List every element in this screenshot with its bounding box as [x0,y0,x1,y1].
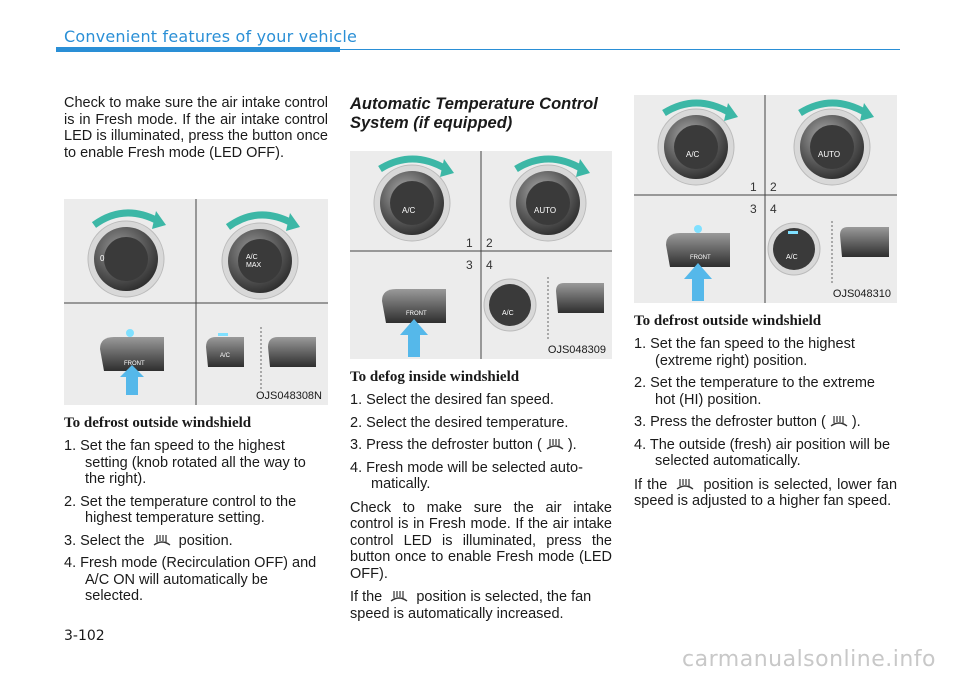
watermark: carmanualsonline.info [682,647,936,672]
para-text: position is selected, lower fan speed is… [634,476,898,510]
knob-label-ac-small: A/C [502,310,514,317]
step-text: 3. Select the [64,532,145,549]
button-label-front: FRONT [406,311,427,317]
heading-defrost-outside: To defrost outside windshield [634,313,822,329]
quadrant-number: 4 [486,258,493,272]
figure-auto-defrost: 1 2 3 4 A/C AUTO FRONT A/C [634,95,897,303]
figure-manual-climate: 0 A/C MAX FRONT A/C OJS048308N [64,199,328,405]
button-label-ac: A/C [220,353,231,359]
step-item: 1. Select the desired fan speed. [350,392,554,408]
figure-code: OJS048309 [545,344,608,356]
auto-climate-illustration: 1 2 3 4 A/C AUTO FRONT A/C [350,151,612,359]
manual-climate-illustration: 0 A/C MAX FRONT A/C [64,199,328,405]
fresh-mode-paragraph: Check to make sure the air intake contro… [350,499,612,582]
para-text: If the [350,589,383,605]
knob-label-zero: 0 [100,254,105,263]
heading-defrost-outside: To defrost outside windshield [64,415,252,431]
step-item: 2. Select the desired temperature. [350,414,569,431]
quadrant-number: 3 [750,202,757,216]
fan-speed-paragraph: If the position is selected, the fan spe… [350,589,612,622]
para-text: position is selected, the fan speed is a… [350,589,592,622]
button-label-front: FRONT [690,255,711,261]
knob-label-ac: A/C [246,254,258,261]
knob-label-max: MAX [246,262,262,269]
quadrant-number: 3 [466,258,473,272]
page-number: 3-102 [64,628,105,644]
quadrant-number: 4 [770,202,777,216]
column-2: Automatic Temperature Control System (if… [350,95,612,629]
quadrant-number: 2 [770,180,777,194]
steps-list: 1. Select the desired fan speed. 2. Sele… [350,392,612,493]
auto-defrost-illustration: 1 2 3 4 A/C AUTO FRONT A/C [634,95,897,303]
defrost-icon [153,534,171,546]
fan-speed-paragraph: If the position is selected, lower fan s… [634,477,897,510]
step-item: 3. Select the position. [64,533,328,550]
step-item: 3. Press the defroster button ( ). [350,437,612,454]
step-text: 3. Press the defroster button ( [350,437,542,453]
knob-label-ac: A/C [686,150,700,159]
knob-label-ac: A/C [402,206,416,215]
step-item: 1. Set the fan speed to the highest (ext… [634,336,855,369]
step-item: 1. Set the fan speed to the highest sett… [64,438,306,487]
step-item: 4. Fresh mode (Recirculation OFF) and A/… [64,555,317,604]
header-rule-thick [56,47,340,52]
step-text: 3. Press the defroster button ( [634,414,826,430]
defrost-icon [830,416,848,427]
knob-label-auto: AUTO [818,150,840,159]
steps-list: 1. Set the fan speed to the highest sett… [64,438,328,605]
button-label-front: FRONT [124,361,145,367]
figure-code: OJS048308N [253,390,324,402]
step-item: 4. The outside (fresh) air position will… [634,436,891,470]
steps-list: 1. Set the fan speed to the highest (ext… [634,336,897,470]
step-item: 4. Fresh mode will be selected auto-mati… [350,459,583,493]
column-3: 1 2 3 4 A/C AUTO FRONT A/C [634,95,897,517]
header-rule-thin [340,49,900,50]
figure-code: OJS048310 [830,288,893,300]
step-text: position. [178,532,233,549]
step-item: 2. Set the temperature to the extreme ho… [634,375,875,408]
knob-label-auto: AUTO [534,206,556,215]
step-item: 2. Set the temperature control to the hi… [64,493,297,527]
section-heading-auto-climate: Automatic Temperature Control System (if… [350,95,598,132]
intro-paragraph: Check to make sure the air intake contro… [64,95,328,161]
defrost-icon [546,439,564,450]
quadrant-number: 1 [750,180,757,194]
section-title: Convenient features of your vehicle [64,27,358,46]
knob-label-ac-small: A/C [786,254,798,261]
step-item: 3. Press the defroster button ( ). [634,414,897,431]
heading-defog-inside: To defog inside windshield [350,369,520,385]
defrost-icon [390,591,408,602]
defrost-icon [676,478,694,490]
column-1: Check to make sure the air intake contro… [64,95,328,612]
para-text: If the [634,476,668,493]
quadrant-number: 1 [466,236,473,250]
step-text: ). [851,414,861,430]
step-text: ). [567,437,577,453]
quadrant-number: 2 [486,236,493,250]
figure-auto-defog: 1 2 3 4 A/C AUTO FRONT A/C [350,151,612,359]
